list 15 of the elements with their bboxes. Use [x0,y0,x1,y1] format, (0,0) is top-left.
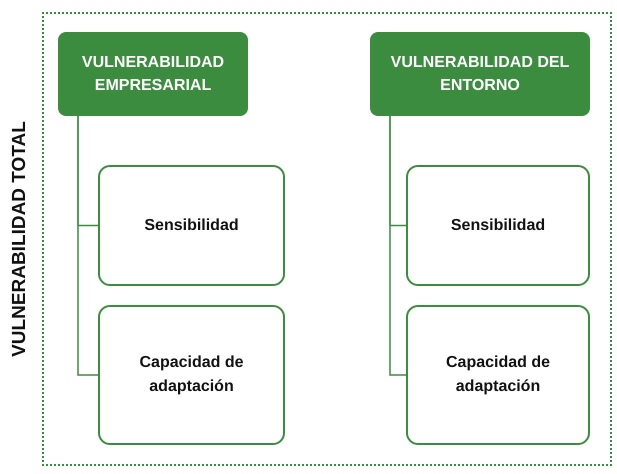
factor-box [406,305,590,445]
box-text: Sensibilidad [450,216,546,236]
box-text: Capacidad de adaptación [138,353,245,397]
connector-line [77,116,98,376]
factor-box [98,165,285,286]
box-text: Capacidad de adaptación [444,353,552,397]
header-text: VULNERABILIDAD EMPRESARIAL [80,52,226,96]
category-header [58,32,248,116]
header-text: VULNERABILIDAD DEL ENTORNO [390,52,570,96]
factor-box [98,305,285,445]
category-header [370,32,590,116]
connector-line [389,116,406,376]
box-text: Sensibilidad [144,216,239,236]
factor-box [406,165,590,286]
vertical-heading: VULNERABILIDAD TOTAL [8,120,31,359]
